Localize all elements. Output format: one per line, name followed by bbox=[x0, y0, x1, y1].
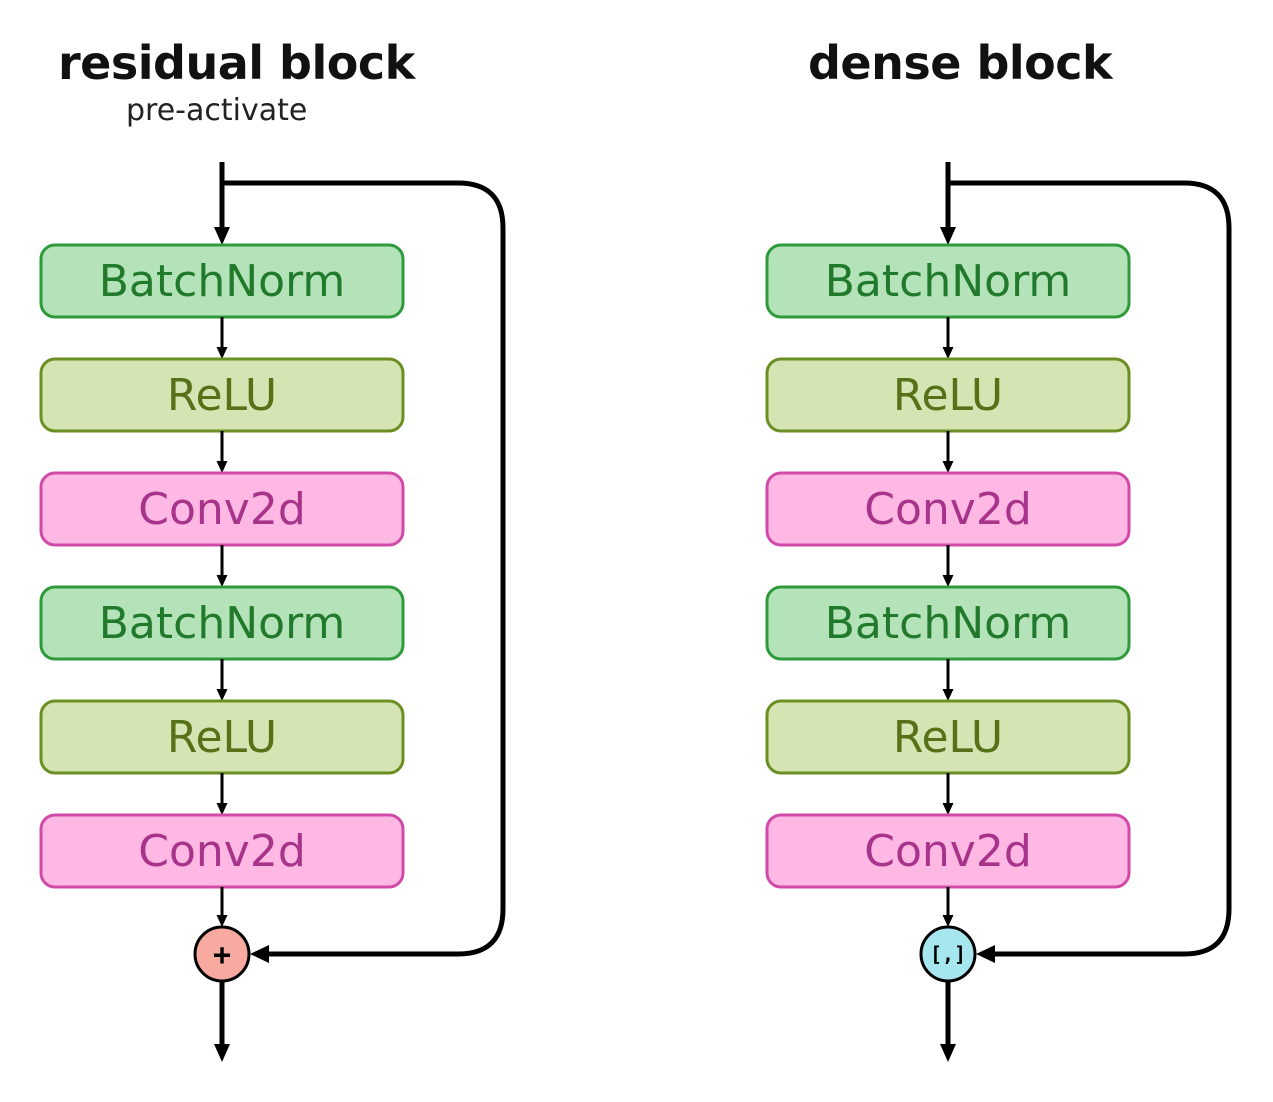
dense-skip-connection bbox=[946, 180, 1232, 957]
dense-block-diagram: BatchNormReLUConv2dBatchNormReLUConv2d[,… bbox=[765, 162, 1232, 1062]
residual-layer-2-relu: ReLU bbox=[39, 357, 405, 433]
residual-layer-1-label: BatchNorm bbox=[99, 256, 346, 307]
residual-arrow-6-head bbox=[216, 915, 228, 927]
residual-skip-arrow-head bbox=[250, 945, 269, 963]
residual-layer-6-label: Conv2d bbox=[138, 826, 306, 877]
dense-layer-3-label: Conv2d bbox=[864, 484, 1032, 535]
residual-output-arrow-head bbox=[214, 1044, 230, 1062]
dense-layer-1-label: BatchNorm bbox=[825, 256, 1072, 307]
dense-layer-6-conv2d: Conv2d bbox=[765, 813, 1131, 889]
residual-arrow-4-head bbox=[216, 689, 228, 701]
residual-layer-4-batchnorm: BatchNorm bbox=[39, 585, 405, 661]
residual-arrow-5-head bbox=[216, 803, 228, 815]
dense-layer-1-batchnorm: BatchNorm bbox=[765, 243, 1131, 319]
dense-layer-4-batchnorm: BatchNorm bbox=[765, 585, 1131, 661]
residual-arrow-1-head bbox=[216, 347, 228, 359]
dense-arrow-4-head bbox=[942, 689, 954, 701]
dense-layer-2-relu: ReLU bbox=[765, 357, 1131, 433]
dense-arrow-3-head bbox=[942, 575, 954, 587]
residual-layer-2-label: ReLU bbox=[167, 370, 277, 421]
dense-layer-6-label: Conv2d bbox=[864, 826, 1032, 877]
residual-layer-3-conv2d: Conv2d bbox=[39, 471, 405, 547]
dense-arrow-6-head bbox=[942, 915, 954, 927]
residual-arrow-2-head bbox=[216, 461, 228, 473]
residual-layer-5-label: ReLU bbox=[167, 712, 277, 763]
dense-arrow-1-head bbox=[942, 347, 954, 359]
dense-arrow-5-head bbox=[942, 803, 954, 815]
residual-layer-4-label: BatchNorm bbox=[99, 598, 346, 649]
residual-layer-3-label: Conv2d bbox=[138, 484, 306, 535]
residual-block-title: residual block bbox=[58, 36, 415, 90]
dense-output-arrow-head bbox=[940, 1044, 956, 1062]
dense-layer-4-label: BatchNorm bbox=[825, 598, 1072, 649]
dense-input-arrow-head bbox=[940, 227, 956, 245]
residual-merge-symbol: + bbox=[213, 938, 231, 973]
dense-layer-5-relu: ReLU bbox=[765, 699, 1131, 775]
residual-block-subtitle: pre-activate bbox=[126, 93, 308, 128]
dense-layer-2-label: ReLU bbox=[893, 370, 1003, 421]
dense-layer-3-conv2d: Conv2d bbox=[765, 471, 1131, 547]
residual-arrow-3-head bbox=[216, 575, 228, 587]
dense-skip-arrow-head bbox=[976, 945, 995, 963]
residual-layer-5-relu: ReLU bbox=[39, 699, 405, 775]
dense-merge-symbol: [,] bbox=[930, 942, 966, 966]
residual-input-arrow-head bbox=[214, 227, 230, 245]
dense-block-title: dense block bbox=[808, 36, 1113, 90]
residual-layer-1-batchnorm: BatchNorm bbox=[39, 243, 405, 319]
dense-arrow-2-head bbox=[942, 461, 954, 473]
residual-layer-6-conv2d: Conv2d bbox=[39, 813, 405, 889]
residual-skip-connection bbox=[220, 180, 506, 957]
dense-layer-5-label: ReLU bbox=[893, 712, 1003, 763]
